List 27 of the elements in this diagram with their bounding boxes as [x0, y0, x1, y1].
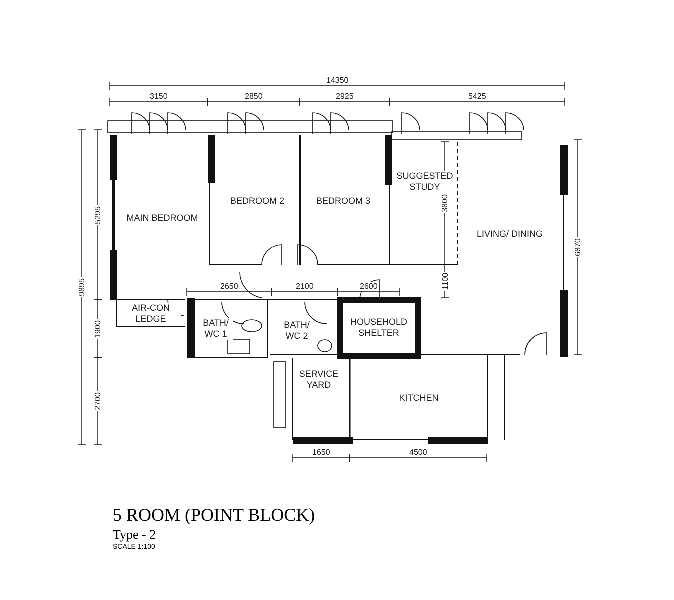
room-label: BEDROOM 2	[230, 196, 284, 206]
plan-title: 5 ROOM (POINT BLOCK)	[113, 505, 316, 526]
subtitle: Type - 2	[113, 527, 156, 543]
dimension-label: 2650	[220, 282, 240, 291]
dimension-label: 2925	[335, 92, 355, 101]
dimension-label: 2600	[359, 282, 379, 291]
dimension-label: 1900	[93, 319, 102, 339]
dimension-label: 2850	[244, 92, 264, 101]
dimension-label: 9895	[77, 278, 86, 298]
room-label: MAIN BEDROOM	[126, 213, 198, 224]
dimension-label: 6870	[573, 238, 582, 258]
room-label: BEDROOM 3	[316, 196, 370, 206]
dimension-label: 1100	[440, 272, 450, 292]
dimension-label: 3150	[149, 92, 169, 101]
room-label: HOUSEHOLD SHELTER	[349, 317, 409, 339]
room-label: SUGGESTED STUDY	[395, 171, 455, 193]
room-label: KITCHEN	[399, 392, 439, 404]
dimension-label: 2700	[93, 392, 102, 412]
room-label: LIVING/ DINING	[476, 229, 543, 240]
dimension-label: 3800	[440, 194, 450, 214]
dimension-label: 1650	[312, 448, 332, 457]
dimension-label: 14350	[326, 76, 350, 85]
dimension-label: 5295	[93, 205, 102, 225]
room-label: SERVICE YARD	[297, 369, 341, 391]
dimension-label: 2100	[295, 282, 315, 291]
dimension-label: 5425	[468, 92, 488, 101]
dimension-label: 4500	[408, 448, 428, 457]
